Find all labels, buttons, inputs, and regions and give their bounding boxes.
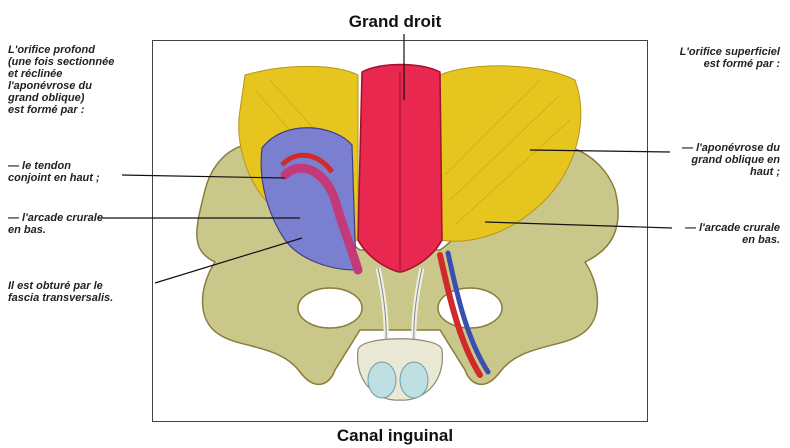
label-crural-arch-left: — l'arcade crurale en bas. — [8, 212, 103, 236]
label-crural-arch-right: — l'arcade crurale en bas. — [685, 222, 780, 246]
label-fascia-transversalis: Il est obturé par le fascia transversali… — [8, 280, 113, 304]
obturator-foramen-left — [298, 288, 362, 328]
label-conjoint-tendon: — le tendon conjoint en haut ; — [8, 160, 100, 184]
testis-right — [400, 362, 428, 398]
label-deep-orifice: L'orifice profond (une fois sectionnée e… — [8, 44, 114, 116]
testis-left — [368, 362, 396, 398]
title-canal-inguinal: Canal inguinal — [0, 426, 790, 446]
label-superficial-orifice: L'orifice superficiel est formé par : — [680, 46, 780, 70]
label-aponeurosis: — l'aponévrose du grand oblique en haut … — [682, 142, 780, 178]
